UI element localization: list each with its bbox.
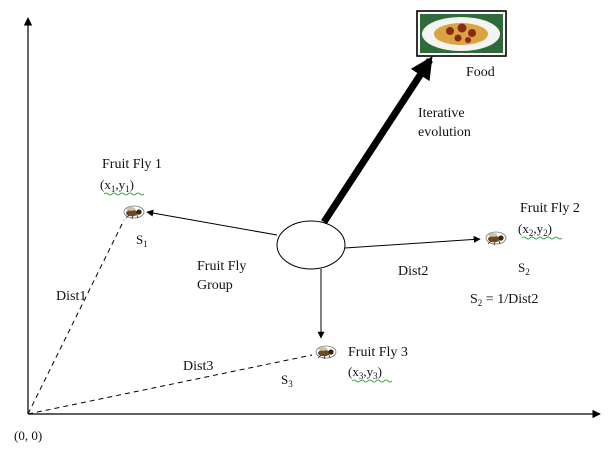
fruit-fly-2-icon	[485, 231, 507, 246]
group-label-line2: Group	[197, 278, 233, 293]
fly2-squiggle	[521, 236, 563, 240]
dist1-label: Dist1	[56, 289, 86, 304]
dist3-label: Dist3	[183, 359, 213, 374]
fruit-fly-group-ellipse	[276, 220, 346, 270]
iterative-evolution-arrow	[321, 56, 433, 224]
origin-label: (0, 0)	[14, 428, 42, 443]
fly1-squiggle	[103, 192, 145, 196]
arrow-to-fly2	[344, 235, 481, 249]
fly3-coordinates: (x3,y3)	[348, 364, 382, 381]
fly2-smell: S2	[518, 260, 530, 277]
dist2-label: Dist2	[398, 264, 428, 279]
fly2-coordinates: (x2,y2)	[518, 221, 552, 238]
arrow-to-fly1	[146, 209, 278, 236]
fly2-title: Fruit Fly 2	[520, 201, 580, 216]
fly1-smell: S1	[136, 232, 148, 249]
fly3-smell: S3	[281, 372, 293, 389]
evolution-label: evolution	[418, 125, 471, 140]
dist1-line	[27, 219, 125, 415]
fruit-fly-1-icon	[123, 205, 145, 220]
fly1-title: Fruit Fly 1	[102, 157, 162, 172]
group-label-line1: Fruit Fly	[197, 259, 246, 274]
fly3-squiggle	[351, 379, 393, 383]
fly2-smell-formula: S2 = 1/Dist2	[470, 292, 538, 308]
fly1-coordinates: (x1,y1)	[100, 177, 134, 194]
food-label: Food	[466, 65, 495, 80]
dist3-line	[27, 354, 313, 415]
fruit-fly-3-icon	[315, 345, 337, 360]
fly3-title: Fruit Fly 3	[348, 345, 408, 360]
food-image	[416, 10, 507, 57]
iterative-label: Iterative	[418, 106, 465, 121]
